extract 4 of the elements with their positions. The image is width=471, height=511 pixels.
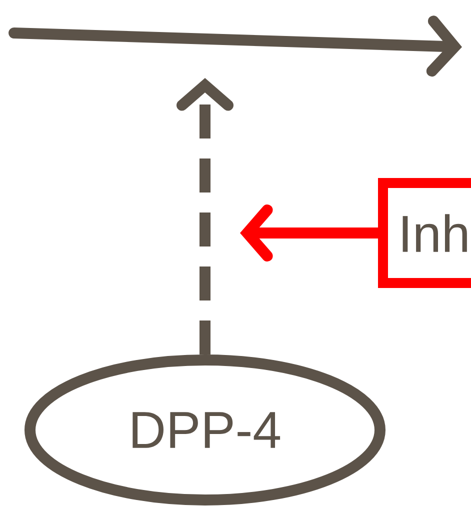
ellipse-node: DPP-4 [24, 354, 386, 506]
arrow [240, 204, 378, 262]
text-box: Inh [378, 178, 471, 288]
arrow [176, 78, 234, 354]
